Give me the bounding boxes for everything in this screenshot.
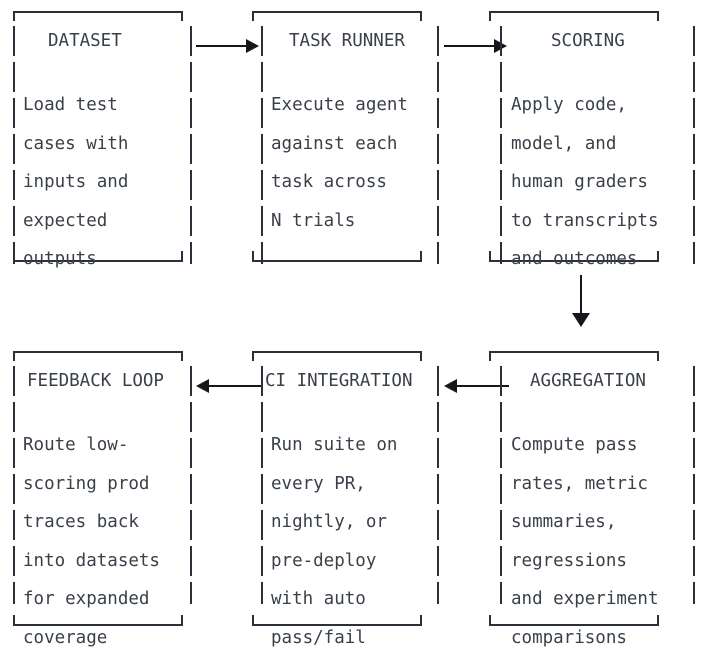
- node-aggregation-body: Compute pass rates, metric summaries, re…: [511, 435, 659, 648]
- node-scoring-title: SCORING: [551, 31, 625, 51]
- edge-dataset-to-task-runner-head: [246, 39, 259, 53]
- node-scoring-bottom-border: [489, 260, 659, 262]
- node-ci-integration-bottom-border: [252, 624, 422, 626]
- node-dataset-title: DATASET: [48, 31, 122, 51]
- node-scoring-corner-tl: [489, 11, 491, 21]
- edge-scoring-to-aggregation-shaft: [580, 275, 582, 317]
- node-feedback-loop-bottom-border: [13, 624, 183, 626]
- node-aggregation-top-border: [489, 351, 659, 353]
- node-dataset-corner-br: [181, 251, 183, 262]
- node-dataset-corner-tr: [181, 11, 183, 21]
- node-task-runner-title: TASK RUNNER: [289, 31, 405, 51]
- node-ci-integration-body: Run suite on every PR, nightly, or pre-d…: [271, 435, 398, 648]
- node-scoring-top-border: [489, 11, 659, 13]
- node-task-runner-bottom-border: [252, 260, 422, 262]
- node-dataset-corner-tl: [13, 11, 15, 21]
- node-scoring-corner-br: [657, 251, 659, 262]
- node-aggregation-corner-tl: [489, 351, 491, 361]
- edge-aggregation-to-ci-head: [444, 379, 457, 393]
- node-ci-integration-corner-bl: [252, 615, 254, 626]
- node-task-runner-corner-tl: [252, 11, 254, 21]
- node-scoring-corner-tr: [657, 11, 659, 21]
- node-feedback-loop-top-border: [13, 351, 183, 353]
- pipeline-diagram: DATASET Load test cases with inputs and …: [13, 11, 695, 648]
- node-feedback-loop-corner-bl: [13, 615, 15, 626]
- node-dataset-top-border: [13, 11, 183, 13]
- edge-aggregation-to-ci-shaft: [457, 385, 509, 387]
- node-scoring-body: Apply code, model, and human graders to …: [511, 95, 659, 269]
- edge-ci-to-feedback-loop-shaft: [209, 385, 261, 387]
- node-task-runner-corner-bl: [252, 251, 254, 262]
- node-feedback-loop-body: Route low- scoring prod traces back into…: [23, 435, 160, 648]
- edge-dataset-to-task-runner-shaft: [196, 45, 248, 47]
- node-scoring-corner-bl: [489, 251, 491, 262]
- node-aggregation-corner-tr: [657, 351, 659, 361]
- node-task-runner-corner-tr: [420, 11, 422, 21]
- edge-task-runner-to-scoring-shaft: [444, 45, 496, 47]
- edge-scoring-to-aggregation-head: [572, 313, 590, 327]
- node-ci-integration-title: CI INTEGRATION: [265, 371, 413, 391]
- node-ci-integration-corner-tl: [252, 351, 254, 361]
- node-ci-integration-corner-br: [420, 615, 422, 626]
- node-ci-integration-corner-tr: [420, 351, 422, 361]
- node-dataset-corner-bl: [13, 251, 15, 262]
- node-task-runner-top-border: [252, 11, 422, 13]
- node-aggregation-title: AGGREGATION: [530, 371, 646, 391]
- edge-ci-to-feedback-loop-head: [196, 379, 209, 393]
- node-task-runner-body: Execute agent against each task across N…: [271, 95, 408, 231]
- node-aggregation-corner-bl: [489, 615, 491, 626]
- node-feedback-loop-corner-br: [181, 615, 183, 626]
- node-feedback-loop-corner-tr: [181, 351, 183, 361]
- node-aggregation-bottom-border: [489, 624, 659, 626]
- node-dataset-bottom-border: [13, 260, 183, 262]
- node-feedback-loop-corner-tl: [13, 351, 15, 361]
- node-dataset-body: Load test cases with inputs and expected…: [23, 95, 129, 269]
- node-task-runner-corner-br: [420, 251, 422, 262]
- node-aggregation-corner-br: [657, 615, 659, 626]
- node-feedback-loop-title: FEEDBACK LOOP: [27, 371, 164, 391]
- node-ci-integration-top-border: [252, 351, 422, 353]
